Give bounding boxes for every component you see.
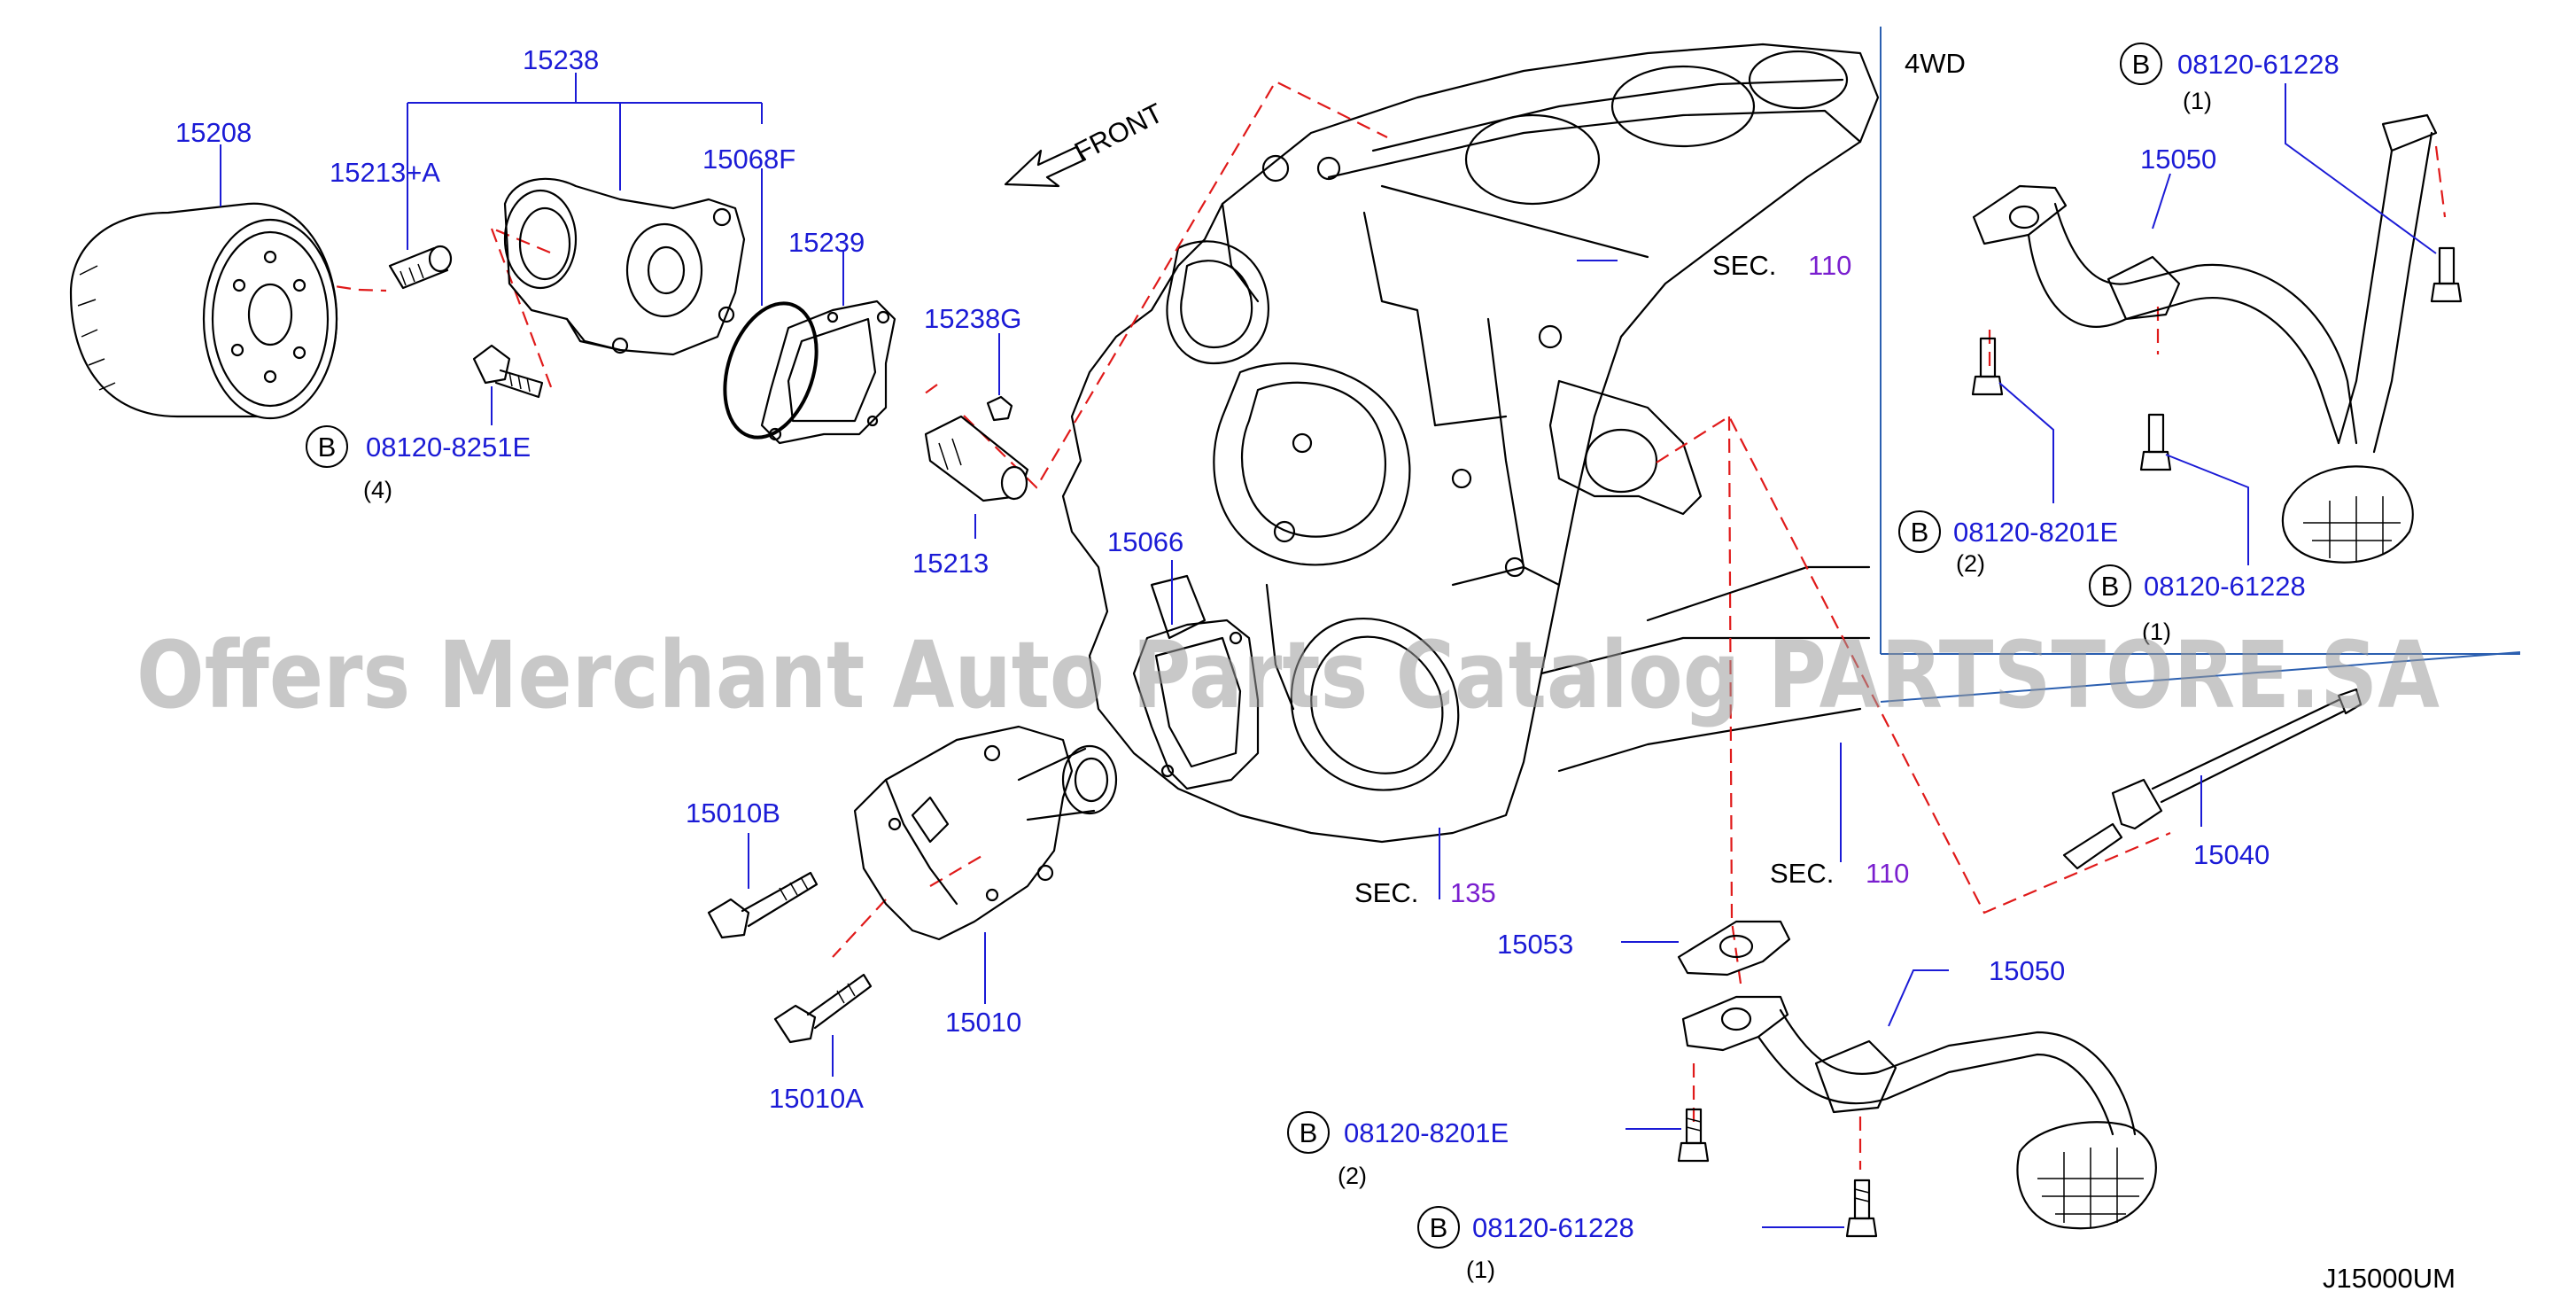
- b-circle-61228-inset-top: B: [2132, 49, 2151, 80]
- qty-08120-61228-inset-top: (1): [2183, 88, 2212, 114]
- label-08120-8201e-inset: 08120-8201E: [1953, 517, 2118, 548]
- label-08120-61228-inset-bot: 08120-61228: [2144, 571, 2306, 602]
- connector-15213: [924, 415, 1029, 502]
- bolt-8251e: [472, 344, 544, 399]
- dipstick-15040: [2062, 688, 2363, 870]
- label-15208: 15208: [175, 117, 252, 148]
- label-15238g: 15238G: [924, 303, 1021, 334]
- label-15010b: 15010B: [686, 798, 780, 829]
- engine-block-drawing: [1061, 43, 1880, 844]
- sec-135-prefix: SEC.: [1354, 877, 1418, 908]
- label-15238: 15238: [523, 44, 599, 75]
- b-circle-8201e-inset: B: [1911, 517, 1929, 548]
- oil-filter-15208: [69, 202, 338, 420]
- leader-lines: [220, 73, 2437, 1228]
- qty-08120-8201e-main: (2): [1338, 1163, 1367, 1189]
- label-08120-61228-main: 08120-61228: [1472, 1212, 1634, 1243]
- bolt-61228-inset-bot: [2139, 413, 2172, 471]
- front-arrow-icon: [1004, 145, 1087, 188]
- label-15068f: 15068F: [702, 144, 795, 175]
- b-symbols: B B B B B B: [306, 43, 2162, 1249]
- sec-110-top-prefix: SEC.: [1712, 250, 1776, 281]
- label-15010a: 15010A: [769, 1083, 864, 1114]
- qty-08120-8251e: (4): [363, 477, 392, 503]
- bolt-15010b: [707, 871, 819, 939]
- label-15213a: 15213+A: [330, 157, 440, 188]
- bolt-8201e-main: [1677, 1108, 1710, 1163]
- label-15213: 15213: [912, 548, 989, 579]
- qty-08120-8201e-inset: (2): [1956, 550, 1985, 577]
- bolt-8201e-inset: [1971, 337, 2004, 396]
- label-15010: 15010: [945, 1007, 1021, 1038]
- label-08120-61228-inset-top: 08120-61228: [2177, 49, 2339, 80]
- sec-110-top-number: 110: [1808, 250, 1851, 281]
- label-15050-inset: 15050: [2140, 144, 2216, 175]
- b-circle-8251e: B: [318, 432, 337, 463]
- sec-110-bottom-prefix: SEC.: [1770, 858, 1834, 889]
- label-08120-8251e: 08120-8251E: [366, 432, 531, 463]
- diagram-code: J15000UM: [2323, 1263, 2456, 1294]
- b-circle-61228-inset-bot: B: [2101, 571, 2120, 602]
- sec-135-number: 135: [1450, 877, 1496, 908]
- inset-separator: [1880, 27, 2521, 703]
- label-15050-main: 15050: [1989, 955, 2065, 986]
- front-label: FRONT: [1069, 97, 1168, 168]
- sec-110-bottom-number: 110: [1866, 858, 1909, 889]
- bolt-61228-main: [1845, 1179, 1878, 1238]
- part-labels: 15208 15238 15213+A 15068F 15239 15238G …: [175, 44, 2456, 1294]
- qty-08120-61228-inset-bot: (1): [2142, 619, 2171, 645]
- oil-filter-bracket-15238: [503, 177, 746, 356]
- label-15066: 15066: [1107, 526, 1183, 557]
- qty-08120-61228-main: (1): [1466, 1257, 1495, 1283]
- connector-15213a: [388, 245, 453, 290]
- oil-strainer-15050-inset: [1972, 113, 2438, 564]
- bolt-15010a: [773, 973, 873, 1044]
- gasket-15239: [760, 300, 896, 445]
- label-08120-8201e-main: 08120-8201E: [1344, 1117, 1509, 1148]
- gasket-15066: [1132, 619, 1260, 790]
- label-15053: 15053: [1497, 929, 1573, 960]
- oil-pump-15010: [853, 725, 1118, 941]
- label-15239: 15239: [788, 227, 865, 258]
- bolt-61228-inset-top: [2430, 246, 2463, 303]
- oil-strainer-15050-main: [1681, 995, 2157, 1230]
- valve-15238g: [986, 395, 1013, 422]
- gasket-15053: [1677, 920, 1791, 977]
- o-ring-15068f: [723, 301, 819, 440]
- watermark-text: Offers Merchant Auto Parts Catalog PARTS…: [136, 621, 2440, 729]
- inset-title-4wd: 4WD: [1905, 48, 1966, 79]
- label-15040: 15040: [2193, 839, 2270, 870]
- b-circle-61228-main: B: [1430, 1212, 1448, 1243]
- b-circle-8201e-main: B: [1300, 1117, 1318, 1148]
